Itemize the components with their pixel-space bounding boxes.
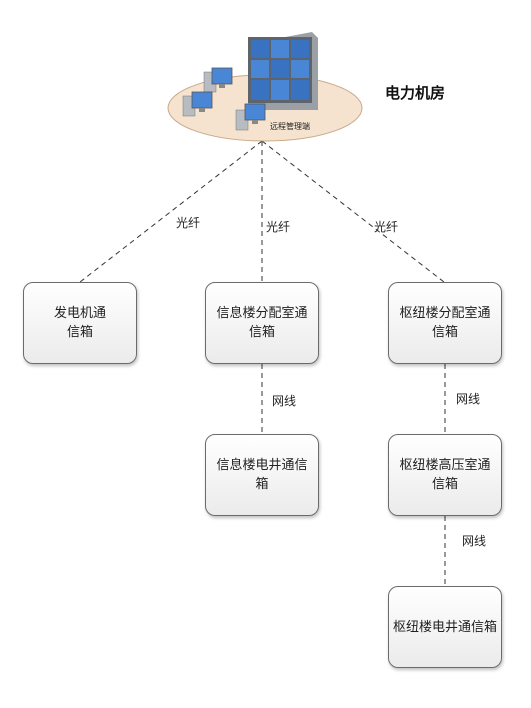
fiber-label-mid: 光纤 — [266, 220, 291, 234]
fiber-line-left — [79, 140, 263, 283]
fiber-line-right — [261, 140, 445, 283]
hub-caption: 远程管理端 — [270, 122, 310, 131]
hub-highvoltage-box: 枢纽楼高压室通信箱 — [388, 434, 502, 516]
net-label-right-2: 网线 — [462, 534, 487, 548]
hub-distribution-box: 枢纽楼分配室通信箱 — [388, 282, 502, 364]
hub-shaft-box: 枢纽楼电井通信箱 — [388, 586, 502, 668]
generator-box: 发电机通信箱 — [23, 282, 137, 364]
control-room-illustration — [167, 32, 363, 142]
fiber-label-left: 光纤 — [176, 216, 201, 230]
fiber-label-right: 光纤 — [374, 220, 399, 234]
computer-icon — [203, 67, 233, 93]
page-title: 电力机房 — [385, 84, 446, 102]
net-label-mid: 网线 — [272, 394, 297, 408]
info-distribution-box: 信息楼分配室通信箱 — [205, 282, 319, 364]
net-label-right-1: 网线 — [456, 392, 481, 406]
video-wall-icon — [248, 32, 318, 110]
computer-icon — [182, 91, 213, 117]
computer-icon — [235, 103, 266, 131]
info-shaft-box: 信息楼电井通信箱 — [205, 434, 319, 516]
